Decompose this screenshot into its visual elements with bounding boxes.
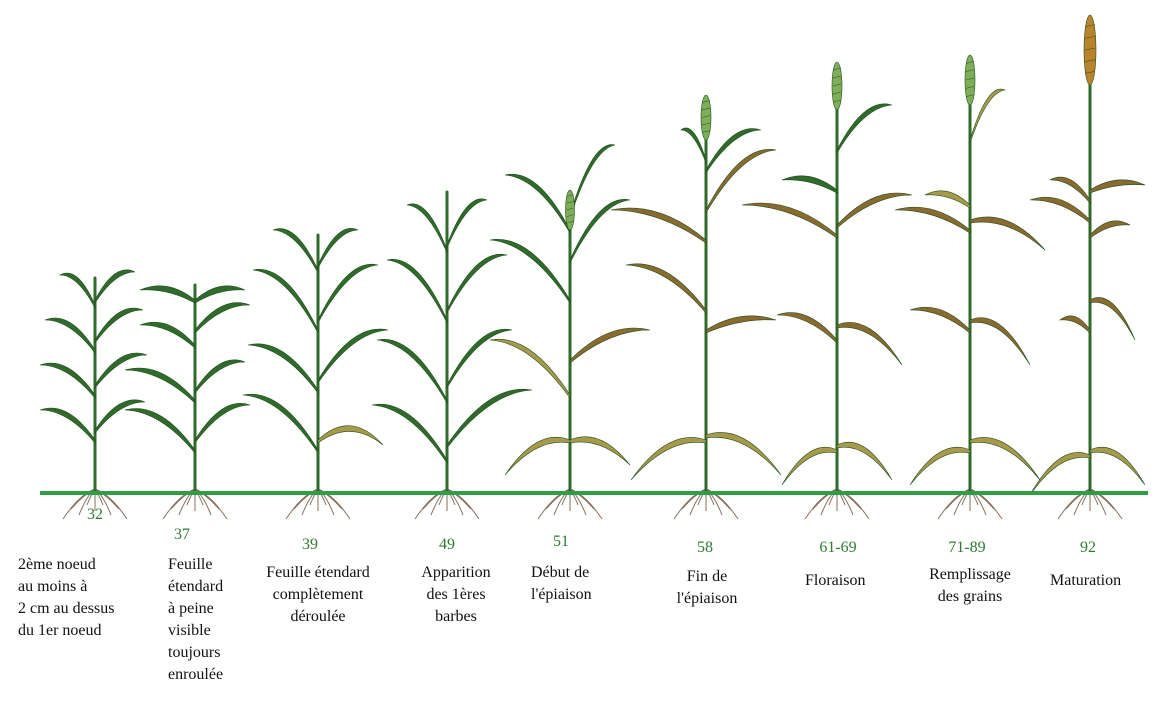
leaf bbox=[447, 389, 532, 448]
leaf bbox=[195, 360, 245, 393]
leaf bbox=[447, 199, 487, 248]
stage-description-71-89: Remplissage des grains bbox=[918, 564, 1022, 608]
stage-code-39: 39 bbox=[270, 536, 350, 554]
leaf bbox=[490, 339, 570, 398]
wheat-plant-8 bbox=[895, 55, 1045, 519]
leaf bbox=[318, 228, 358, 268]
leaf bbox=[140, 322, 195, 348]
leaf bbox=[970, 217, 1045, 250]
leaf bbox=[195, 303, 250, 333]
leaf bbox=[970, 437, 1040, 480]
leaf bbox=[45, 318, 95, 353]
leaf bbox=[706, 316, 776, 333]
leaf bbox=[706, 432, 781, 475]
leaf bbox=[611, 208, 706, 243]
leaf bbox=[318, 426, 383, 445]
stage-description-61-69: Floraison bbox=[805, 570, 865, 592]
stage-description-32: 2ème noeud au moins à 2 cm au dessus du … bbox=[18, 554, 114, 642]
stage-description-92: Maturation bbox=[1050, 570, 1121, 592]
leaf bbox=[910, 307, 970, 333]
leaf bbox=[95, 270, 135, 303]
leaf bbox=[742, 203, 837, 238]
leaf bbox=[318, 329, 388, 383]
stage-code-58: 58 bbox=[665, 539, 745, 557]
leaf bbox=[125, 368, 195, 403]
leaf bbox=[782, 447, 837, 485]
leaf bbox=[1090, 221, 1130, 238]
stage-code-61-69: 61-69 bbox=[798, 539, 878, 557]
leaf bbox=[837, 322, 902, 365]
leaf bbox=[570, 328, 650, 363]
stage-description-49: Apparition des 1ères barbes bbox=[404, 562, 508, 628]
wheat-plant-9 bbox=[1030, 15, 1145, 519]
wheat-plant-7 bbox=[742, 62, 912, 519]
wheat-plant-5 bbox=[490, 145, 650, 519]
leaf bbox=[318, 264, 378, 323]
leaf bbox=[970, 318, 1030, 365]
leaf bbox=[1030, 452, 1090, 495]
leaf bbox=[910, 447, 970, 485]
leaf bbox=[372, 404, 447, 463]
leaf bbox=[970, 89, 1005, 143]
leaf bbox=[248, 344, 318, 393]
leaf bbox=[407, 204, 447, 253]
leaf bbox=[505, 437, 570, 475]
wheat-plant-1 bbox=[40, 270, 147, 519]
leaf bbox=[60, 273, 95, 308]
leaf bbox=[895, 207, 970, 233]
leaf bbox=[243, 394, 318, 453]
leaf bbox=[1090, 447, 1145, 485]
leaf bbox=[505, 174, 570, 233]
leaf bbox=[1060, 316, 1090, 333]
leaf bbox=[40, 408, 95, 443]
stage-code-71-89: 71-89 bbox=[927, 539, 1007, 557]
wheat-plant-6 bbox=[611, 95, 781, 519]
wheat-plant-3 bbox=[243, 228, 388, 519]
leaf bbox=[387, 259, 447, 323]
stage-code-32: 32 bbox=[55, 506, 135, 524]
leaf bbox=[837, 193, 912, 228]
leaf bbox=[447, 254, 507, 313]
leaf bbox=[777, 313, 837, 343]
leaf bbox=[490, 239, 570, 303]
stage-code-92: 92 bbox=[1048, 539, 1128, 557]
leaf bbox=[95, 400, 145, 433]
leaf bbox=[1030, 197, 1090, 223]
stage-description-58: Fin de l'épiaison bbox=[667, 566, 747, 610]
leaf bbox=[1090, 297, 1135, 340]
leaf bbox=[95, 308, 143, 343]
leaf bbox=[706, 129, 761, 173]
stage-description-51: Début de l'épiaison bbox=[531, 562, 592, 606]
stage-description-37: Feuille étendard à peine visible toujour… bbox=[168, 554, 223, 686]
leaf bbox=[377, 339, 447, 403]
leaf bbox=[925, 191, 970, 208]
leaf bbox=[626, 264, 706, 313]
leaf bbox=[253, 269, 318, 333]
leaf bbox=[837, 104, 892, 153]
leaf bbox=[837, 442, 892, 480]
leaf bbox=[195, 403, 250, 443]
leaf bbox=[447, 329, 512, 388]
stage-code-51: 51 bbox=[521, 533, 601, 551]
leaf bbox=[40, 363, 95, 398]
plants-layer bbox=[40, 15, 1145, 519]
stage-description-39: Feuille étendard complètement déroulée bbox=[256, 562, 380, 628]
leaf bbox=[631, 437, 706, 480]
leaf bbox=[140, 286, 195, 303]
leaf bbox=[782, 176, 837, 193]
leaf bbox=[273, 229, 318, 273]
leaf bbox=[125, 409, 195, 453]
stage-code-49: 49 bbox=[407, 536, 487, 554]
leaf bbox=[195, 286, 245, 303]
leaf bbox=[570, 437, 630, 465]
stage-code-37: 37 bbox=[142, 526, 222, 544]
leaf bbox=[1090, 180, 1145, 193]
